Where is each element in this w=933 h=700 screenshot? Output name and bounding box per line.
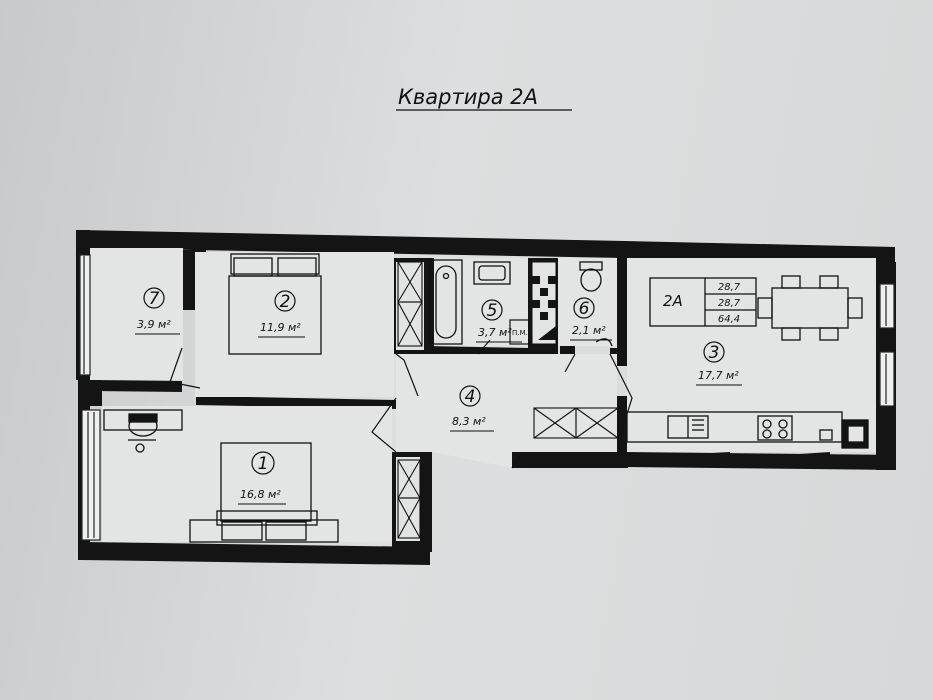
- washer-label: П.М.: [512, 329, 528, 337]
- svg-text:8,3 м²: 8,3 м²: [452, 415, 486, 428]
- windows: [79, 254, 895, 541]
- room-label-2: 2 11,9 м²: [258, 290, 305, 338]
- summary-value-3: 64,4: [718, 314, 740, 325]
- svg-text:2,1 м²: 2,1 м²: [572, 324, 606, 337]
- desk: [103, 409, 183, 453]
- ventilation-shaft: [531, 261, 557, 345]
- closets: [397, 261, 619, 539]
- washing-machine: П.М.: [509, 319, 531, 345]
- room-label-3: 3 17,7 м²: [696, 341, 742, 386]
- svg-text:7: 7: [149, 289, 160, 309]
- svg-text:3,7 м²: 3,7 м²: [478, 326, 512, 339]
- door-swings: [169, 339, 633, 469]
- dining-table: [757, 275, 863, 341]
- svg-text:17,7 м²: 17,7 м²: [698, 369, 739, 382]
- floor-areas: [90, 248, 876, 542]
- summary-value-2: 28,7: [718, 298, 741, 309]
- summary-value-1: 28,7: [718, 282, 741, 293]
- room-label-6: 6 2,1 м²: [570, 297, 612, 341]
- bed-room-2: [228, 253, 322, 355]
- svg-text:5: 5: [487, 301, 498, 321]
- plan-title: Квартира 2А: [398, 85, 538, 109]
- svg-text:6: 6: [579, 299, 590, 319]
- svg-text:2: 2: [280, 292, 291, 312]
- bathroom-sink: [473, 261, 511, 285]
- room-label-1: 1 16,8 м²: [238, 451, 286, 505]
- svg-text:3,9 м²: 3,9 м²: [137, 318, 171, 331]
- svg-text:16,8 м²: 16,8 м²: [240, 488, 281, 501]
- svg-text:1: 1: [258, 454, 269, 474]
- room-label-5: 5 3,7 м²: [476, 299, 522, 343]
- bed-room-1: [189, 442, 339, 543]
- apartment-summary-table: 2А 28,7 28,7 64,4: [649, 277, 757, 327]
- toilet: [579, 261, 613, 347]
- svg-text:11,9 м²: 11,9 м²: [260, 321, 301, 334]
- svg-text:4: 4: [465, 387, 476, 407]
- svg-text:3: 3: [709, 343, 720, 363]
- room-label-7: 7 3,9 м²: [135, 287, 180, 335]
- kitchen-wall-pattern: [550, 452, 830, 466]
- bathtub: [429, 259, 463, 345]
- room-label-4: 4 8,3 м²: [450, 385, 494, 432]
- summary-code: 2А: [663, 292, 683, 310]
- kitchen-counter: [626, 411, 869, 449]
